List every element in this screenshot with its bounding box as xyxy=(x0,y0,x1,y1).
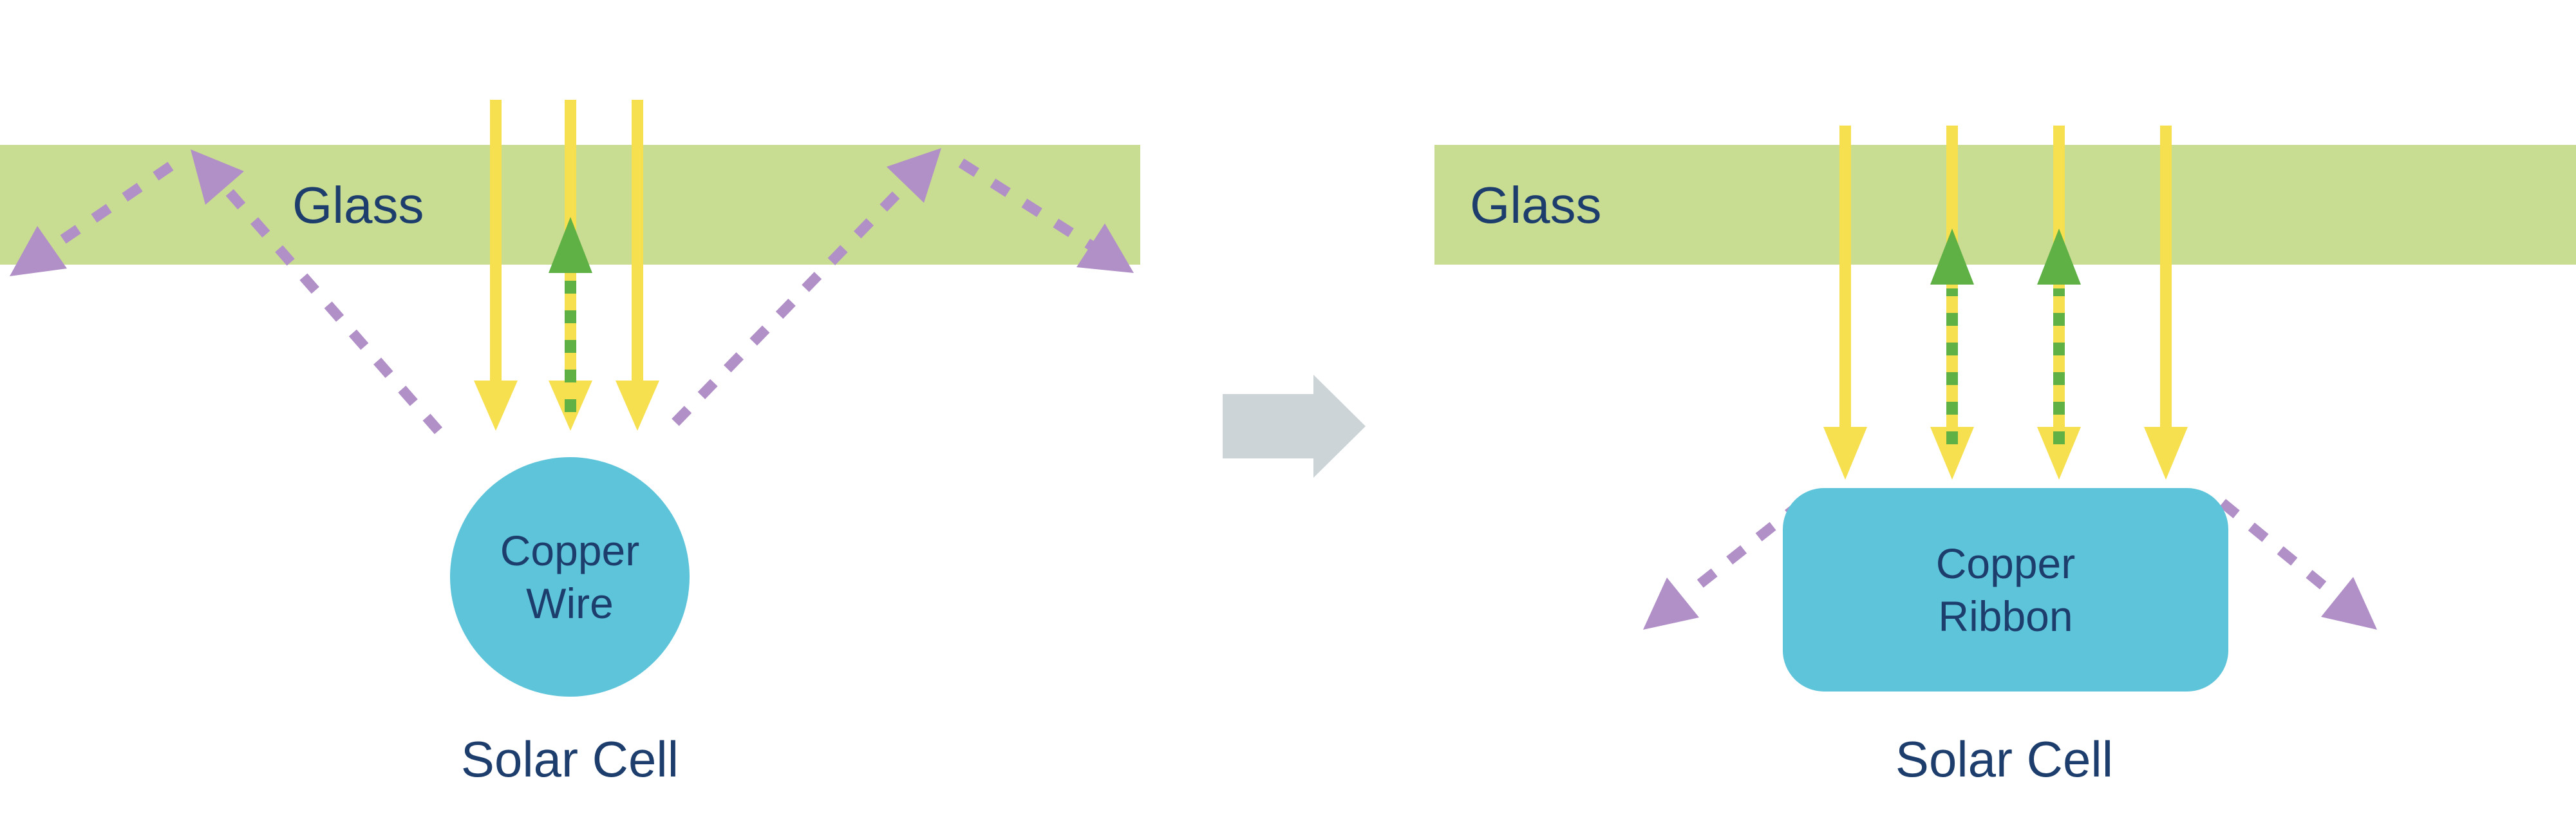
reflected-ray-head xyxy=(549,217,592,273)
scattered-light-ribbon-right-ray xyxy=(2219,498,2377,630)
sunlight-ray-head xyxy=(1930,427,1974,480)
scattered-ray-shaft xyxy=(52,162,174,249)
scattered-ray-shaft xyxy=(2219,498,2338,599)
scattered-ray-shaft xyxy=(672,179,912,426)
sunlight-ray-head xyxy=(1823,427,1867,480)
transition-right-arrow xyxy=(1223,375,1366,478)
scattered-light-right-up-ray xyxy=(672,148,941,426)
incoming-light-arrow-right-4 xyxy=(2144,126,2188,480)
reflected-ray-head xyxy=(2037,229,2081,285)
copper-ribbon-label: Copper Ribbon xyxy=(1935,539,2076,641)
reflected-ray-head xyxy=(1930,229,1974,285)
scattered-ray-head xyxy=(2321,577,2377,630)
sunlight-ray-head xyxy=(474,381,518,431)
scattered-light-ribbon-left-ray xyxy=(1643,498,1805,630)
sunlight-ray-head xyxy=(2144,427,2188,480)
reflected-light-arrow-right-2 xyxy=(2037,229,2081,444)
scattered-ray-head xyxy=(1076,223,1134,273)
solar-cell-label-left: Solar Cell xyxy=(460,731,679,787)
scattered-light-right-exit-ray xyxy=(958,158,1134,273)
incoming-light-arrow-right-2 xyxy=(1930,126,1974,480)
glass-label-right: Glass xyxy=(1470,176,1602,234)
incoming-light-arrow-right-1 xyxy=(1823,126,1867,480)
incoming-light-arrow-left-3 xyxy=(616,100,659,431)
scattered-ray-head xyxy=(887,148,941,203)
copper-wire-shape: Copper Wire xyxy=(450,457,690,697)
sunlight-ray-head xyxy=(616,381,659,431)
scattered-light-left-exit-ray xyxy=(10,162,174,276)
scattered-ray-shaft xyxy=(224,187,443,435)
scattered-light-left-up-ray xyxy=(191,149,443,435)
reflected-light-arrow-right-1 xyxy=(1930,229,1974,444)
incoming-light-arrow-left-1 xyxy=(474,100,518,431)
sunlight-ray-head xyxy=(2037,427,2081,480)
glass-label-left: Glass xyxy=(292,176,424,234)
scattered-ray-shaft xyxy=(958,158,1097,252)
copper-wire-label: Copper Wire xyxy=(500,526,640,628)
glass-layer-right xyxy=(1434,145,2576,265)
scattered-ray-head xyxy=(191,149,244,205)
solar-cell-label-right: Solar Cell xyxy=(1895,731,2114,787)
scattered-ray-shaft xyxy=(1684,498,1805,599)
scattered-ray-head xyxy=(10,226,67,276)
copper-ribbon-shape: Copper Ribbon xyxy=(1783,488,2228,692)
incoming-light-arrow-right-3 xyxy=(2037,126,2081,480)
reflected-light-arrow-left xyxy=(549,217,592,412)
scattered-ray-head xyxy=(1643,578,1699,630)
